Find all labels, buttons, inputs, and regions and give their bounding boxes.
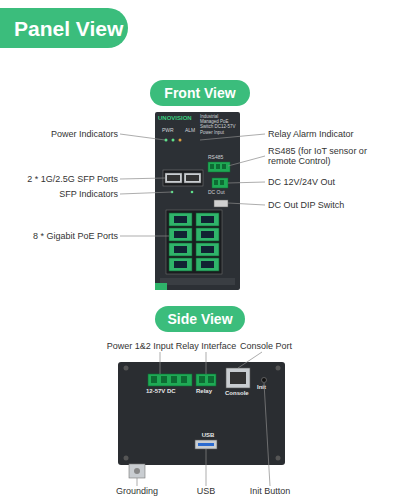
node-text: Industrial Managed PoE Switch DC12-57V P… [200,114,238,135]
title-banner: Panel View [0,8,128,48]
callout: DC Out DIP Switch [268,200,393,210]
callout: Power 1&2 Input [100,341,180,351]
node-text: Init [257,384,277,391]
side-device: 12-57V DCRelay Console InitUSB [118,362,285,465]
node-text: USB [198,432,218,439]
callout: 2 * 1G/2.5G SFP Ports [5,174,118,184]
callout: Console Port [226,341,306,351]
node-text: 12-57V DC [146,388,196,395]
callout: Relay Interface [166,341,246,351]
callout: 8 * Gigabit PoE Ports [5,231,118,241]
view-pill: Front View [150,80,250,106]
title: Panel View [14,17,123,41]
node-text: Console [225,390,253,397]
panel-marking: ALM [185,128,205,134]
callout: USB [186,486,226,496]
node-text: Side View [155,311,245,327]
callout: RS485 (for IoT sensor or remote Control) [268,146,393,167]
node-text: UNOVISION [158,115,198,122]
callout: DC 12V/24V Out [268,177,393,187]
callout: Power Indicators [10,129,118,139]
panel-marking: PWR [162,128,182,134]
view-pill: Side View [155,306,245,332]
panel-marking: RS485 [208,155,233,161]
front-device: UNOVISIONIndustrial Managed PoE Switch D… [155,112,240,290]
panel-marking: DC Out [208,190,233,196]
node-text: Relay [196,388,220,395]
callout: Relay Alarm Indicator [268,129,396,139]
callout: SFP Indicators [10,189,118,199]
callout: Grounding [107,486,167,496]
callout: Init Button [240,486,300,496]
node-text: Front View [150,85,250,101]
